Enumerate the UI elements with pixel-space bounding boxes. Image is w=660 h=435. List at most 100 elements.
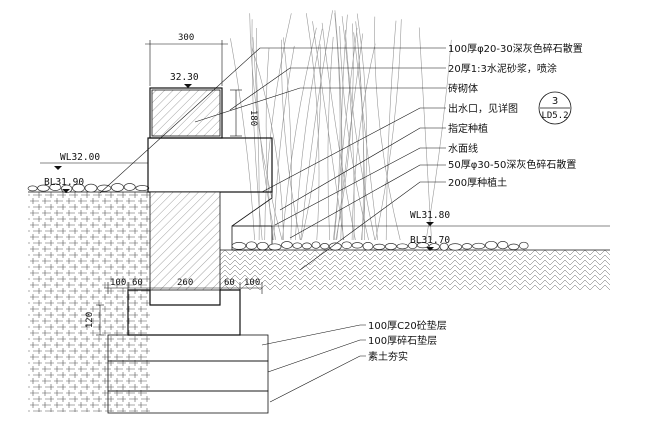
callout-leaders (99, 47, 446, 403)
grass-blade (356, 13, 368, 241)
grass-blade (385, 20, 397, 241)
dim-footing-height: 120 (85, 312, 95, 328)
elevation-marker-icon (426, 222, 434, 226)
pebble (292, 242, 303, 249)
grass-blade (425, 39, 452, 241)
grass-blade (335, 23, 354, 241)
elevation-bl-right: BL31.70 (410, 235, 450, 246)
pebble (485, 240, 498, 250)
dim-base-left-step: 60 (132, 278, 143, 288)
left-gravel-layer (27, 183, 150, 193)
pebble (72, 183, 85, 193)
grass-blade (336, 33, 364, 241)
grass-blade (418, 27, 432, 241)
dim-base-middle: 260 (177, 278, 193, 288)
elevation-wl-right: WL31.80 (410, 210, 450, 221)
pebble (385, 243, 397, 250)
grass-blade (300, 10, 333, 241)
dim-base-left-offset: 100 (110, 278, 126, 288)
grass-blade (273, 45, 295, 241)
callout-brick: 砖砌体 (448, 82, 478, 95)
planting-grass-illustration (230, 10, 452, 241)
pebble (320, 243, 330, 250)
detail-sheet: LD5.2 (541, 111, 568, 121)
pebble (27, 185, 38, 192)
pebble (351, 242, 363, 249)
pebble (301, 242, 312, 250)
pebble (268, 243, 282, 251)
pebble (231, 242, 247, 250)
pebble (373, 243, 386, 250)
pebble (256, 241, 269, 251)
pebble (396, 243, 409, 250)
grass-blade (281, 39, 301, 241)
pebble (123, 183, 136, 191)
callout-mortar: 20厚1:3水泥砂浆，喷涂 (448, 62, 557, 75)
grass-blade (351, 43, 376, 241)
grass-blade (252, 37, 260, 241)
callout-gravel-pond: 50厚φ30-50深灰色碎石散置 (448, 158, 576, 171)
pebble (37, 184, 50, 192)
elevation-bl-left: BL31.90 (44, 177, 84, 188)
callout-soil: 200厚种植土 (448, 176, 507, 189)
pebble (49, 183, 62, 191)
grass-blade (327, 36, 334, 241)
elevation-marker-icon (62, 189, 70, 193)
pebble (362, 242, 374, 251)
grass-blade (333, 27, 358, 241)
pebble (519, 241, 529, 250)
pebble (439, 242, 449, 251)
dim-top-width: 300 (178, 33, 194, 43)
pebble (245, 241, 258, 250)
right-ground (220, 225, 610, 290)
grass-blade (375, 19, 402, 241)
elevation-marker-icon (426, 247, 434, 251)
grass-blade (339, 26, 369, 241)
left-ground (27, 183, 150, 412)
pebble (281, 241, 293, 249)
grass-blade (265, 48, 274, 241)
dim-base-right-offset: 100 (244, 278, 260, 288)
pebble (497, 241, 509, 250)
grass-blade (249, 13, 283, 241)
callout-waterline: 水面线 (448, 142, 478, 155)
callout-compacted-soil: 素土夯实 (368, 350, 408, 363)
grass-blade (374, 16, 401, 241)
pebble (328, 242, 342, 251)
pebble (448, 243, 463, 251)
dim-base-right-step: 60 (224, 278, 235, 288)
pebble (97, 184, 112, 192)
pebble (111, 183, 124, 192)
callout-gravel-pad: 100厚碎石垫层 (368, 334, 437, 347)
callout-concrete-pad: 100厚C20砼垫层 (368, 319, 447, 332)
elevation-marker-icon (54, 166, 62, 170)
pebble (461, 243, 473, 250)
grass-blade (321, 22, 356, 241)
grass-blade (264, 13, 292, 241)
grass-blade (357, 40, 366, 241)
dimension-lines (96, 40, 263, 336)
masonry-wall (147, 87, 273, 291)
callout-planting: 指定种植 (448, 122, 488, 135)
callout-gravel-top: 100厚φ20-30深灰色碎石散置 (448, 42, 583, 55)
grass-blade (345, 29, 376, 241)
grass-blade (301, 44, 322, 241)
grass-blade (282, 27, 317, 241)
pebble (416, 242, 429, 249)
detail-reference-bubble[interactable]: 3 LD5.2 (538, 91, 572, 125)
grass-blade (334, 10, 343, 241)
grass-blade (251, 47, 284, 241)
elevation-wall-top: 32.30 (170, 72, 199, 83)
pebble (408, 241, 418, 250)
grass-blade (353, 32, 378, 241)
pebble (84, 183, 98, 193)
grass-blade (283, 37, 292, 241)
pebble (311, 241, 321, 249)
right-gravel-layer (231, 240, 529, 251)
pebble (508, 243, 520, 250)
callout-outlet: 出水口，见详图 (448, 102, 518, 115)
dim-wall-height: 180 (248, 110, 258, 126)
pebble (135, 185, 150, 192)
